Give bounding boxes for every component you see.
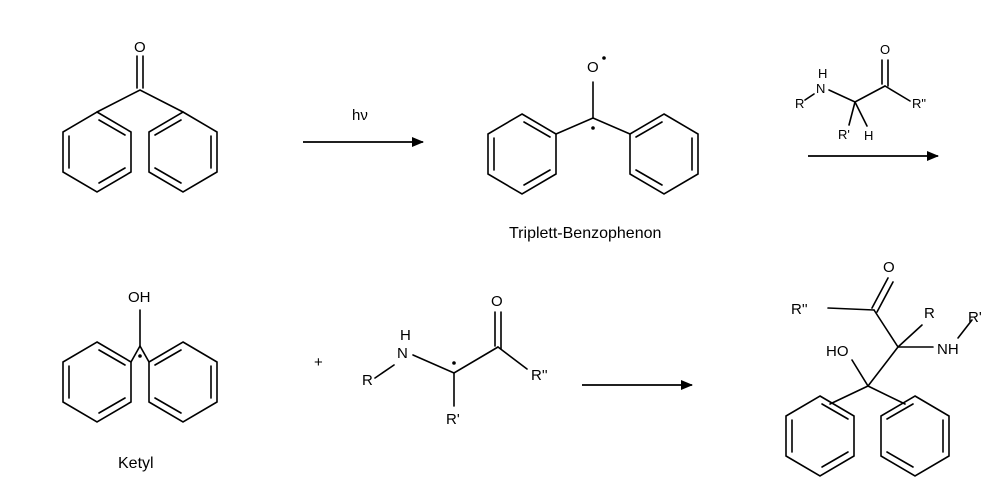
product-ho-label: HO: [826, 343, 849, 360]
triplet-o-label: O: [587, 59, 599, 76]
benzophenone-right-ring-inner: [154, 119, 212, 184]
product-left-ring-inner: [791, 403, 849, 468]
radical-co-double-bond: [494, 311, 502, 350]
triplet-o-radical-dot: [602, 56, 606, 60]
radical-n-c-c-bonds: [412, 346, 499, 374]
triplet-right-ring-inner: [635, 121, 693, 186]
reagent-r-n-bond: [804, 93, 815, 101]
radical-c-rdp-bond: [497, 346, 528, 370]
ketyl-radical-dot: [138, 354, 142, 358]
product-co-c-bond: [873, 309, 899, 348]
radical-c-dot: [452, 361, 456, 365]
triplet-left-ring: [487, 113, 557, 195]
reagent-o-label: O: [880, 42, 890, 57]
product-co-double-bond: [871, 277, 894, 313]
arrow-step1: hν: [303, 107, 424, 147]
reagent-n-c-c-bonds: [828, 85, 886, 103]
hv-label: hν: [352, 107, 368, 124]
reagent-r-label: R: [795, 96, 804, 111]
product-c-rightring-bond: [867, 385, 906, 405]
ketyl-right-ring: [148, 341, 218, 423]
benzophenone-o-label: O: [134, 39, 146, 56]
reagent-rprime-label: R': [838, 127, 850, 142]
triplet-caption: Triplett-Benzophenon: [509, 225, 661, 242]
ketyl-radical: OH Ketyl: [62, 289, 218, 472]
product-oh-c-bond: [851, 359, 869, 387]
product-rdp-label: R'': [791, 301, 808, 318]
benzophenone-right-ring: [148, 111, 218, 193]
benzophenone-co-double-bond: [136, 55, 144, 89]
triplet-benzophenone: O Triplett-Benzophenon: [487, 56, 699, 242]
reagent-co-double-bond: [881, 59, 889, 87]
benzophenone-left-ring: [62, 111, 132, 193]
product-r-label: R: [924, 305, 935, 322]
product-left-ring: [785, 395, 855, 477]
radical-n-label: N: [397, 345, 408, 362]
product-nh-label: NH: [937, 341, 959, 358]
reagent-c-rdp-bond: [884, 85, 911, 102]
benzophenone-carbonyl-bonds: [96, 89, 184, 113]
product-right-ring: [880, 395, 950, 477]
radical-rprime-label: R': [446, 411, 460, 428]
ketyl-left-ring-inner: [68, 349, 126, 414]
reagent-h-label: H: [864, 128, 873, 143]
radical-r-n-bond: [374, 364, 395, 379]
reagent-h-on-n-label: H: [818, 66, 827, 81]
plus-sign: +: [314, 354, 323, 371]
triplet-left-ring-inner: [493, 121, 551, 186]
amine-reagent: R H N R' H O R": [795, 42, 926, 143]
product-rprime-label: R': [968, 309, 982, 326]
ketyl-caption: Ketyl: [118, 455, 154, 472]
triplet-c-radical-dot: [591, 126, 595, 130]
ketyl-oh-label: OH: [128, 289, 151, 306]
product-right-ring-inner: [886, 403, 944, 468]
product-c-leftring-bond: [829, 385, 869, 405]
benzophenone-left-ring-inner: [68, 119, 126, 184]
reagent-c-rprime-bond: [848, 101, 856, 126]
product-o-label: O: [883, 259, 895, 276]
reagent-c-h-bond: [854, 101, 868, 127]
product: O R'' R NH R' HO: [785, 259, 982, 477]
radical-r-label: R: [362, 372, 373, 389]
radical-rdp-label: R'': [531, 367, 548, 384]
triplet-central-bonds: [555, 117, 631, 135]
product-c-r-bond: [897, 324, 923, 348]
triplet-right-ring: [629, 113, 699, 195]
product-n-rprime-bond: [957, 319, 973, 339]
radical-h-label: H: [400, 327, 411, 344]
ketyl-left-ring: [62, 341, 132, 423]
ketyl-right-ring-inner: [154, 349, 212, 414]
product-rdp-c-bond: [827, 307, 875, 311]
reagent-rdp-label: R": [912, 96, 926, 111]
aminoalkyl-radical: R H N R' O R'': [362, 293, 548, 428]
reagent-n-label: N: [816, 81, 825, 96]
radical-o-label: O: [491, 293, 503, 310]
ketyl-central-bonds: [130, 344, 150, 363]
product-c-c-bond: [867, 346, 899, 387]
benzophenone: O: [62, 39, 218, 193]
